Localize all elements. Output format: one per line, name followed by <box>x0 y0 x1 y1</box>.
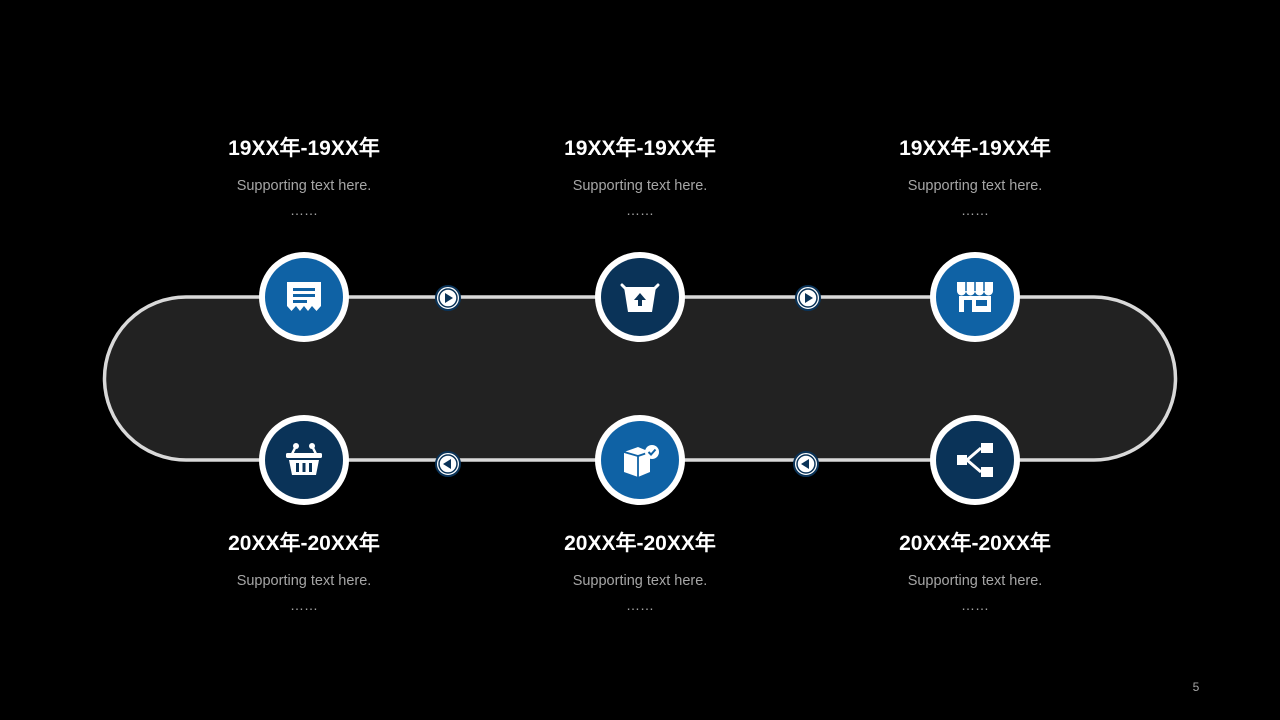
step-ellipsis: …… <box>290 202 318 218</box>
timeline-node-3 <box>930 252 1020 342</box>
timeline-node-1 <box>259 252 349 342</box>
arrow-right-icon <box>435 285 461 311</box>
timeline-track <box>102 295 1178 462</box>
step-description: Supporting text here. <box>572 178 708 194</box>
step-title: 19XX年-19XX年 <box>899 137 1051 160</box>
step-label-4: 20XX年-20XX年 Supporting text here. …… <box>154 532 454 612</box>
basket-upload-icon <box>620 283 660 312</box>
step-description: Supporting text here. <box>236 573 372 589</box>
step-ellipsis: …… <box>961 202 989 218</box>
step-label-5: 20XX年-20XX年 Supporting text here. …… <box>490 532 790 612</box>
step-description: Supporting text here. <box>236 178 372 194</box>
package-check-icon <box>623 445 659 477</box>
step-description: Supporting text here. <box>907 573 1043 589</box>
step-title: 20XX年-20XX年 <box>899 532 1051 555</box>
step-ellipsis: …… <box>626 202 654 218</box>
step-title: 20XX年-20XX年 <box>228 532 380 555</box>
timeline-node-2 <box>595 252 685 342</box>
step-label-6: 20XX年-20XX年 Supporting text here. …… <box>825 532 1125 612</box>
shopping-basket-icon <box>286 443 322 475</box>
share-network-icon <box>957 443 993 477</box>
step-label-2: 19XX年-19XX年 Supporting text here. …… <box>490 137 790 217</box>
step-title: 19XX年-19XX年 <box>564 137 716 160</box>
timeline-node-4 <box>259 415 349 505</box>
arrow-right-icon <box>795 285 821 311</box>
step-title: 20XX年-20XX年 <box>564 532 716 555</box>
receipt-icon <box>287 282 321 311</box>
storefront-icon <box>957 282 993 312</box>
step-ellipsis: …… <box>961 597 989 613</box>
arrow-left-icon <box>435 451 461 477</box>
arrow-left-icon <box>793 451 819 477</box>
step-title: 19XX年-19XX年 <box>228 137 380 160</box>
timeline-node-5 <box>595 415 685 505</box>
timeline-node-6 <box>930 415 1020 505</box>
step-description: Supporting text here. <box>572 573 708 589</box>
step-description: Supporting text here. <box>907 178 1043 194</box>
step-label-3: 19XX年-19XX年 Supporting text here. …… <box>825 137 1125 217</box>
step-ellipsis: …… <box>290 597 318 613</box>
step-label-1: 19XX年-19XX年 Supporting text here. …… <box>154 137 454 217</box>
step-ellipsis: …… <box>626 597 654 613</box>
page-number: 5 <box>1192 680 1200 694</box>
